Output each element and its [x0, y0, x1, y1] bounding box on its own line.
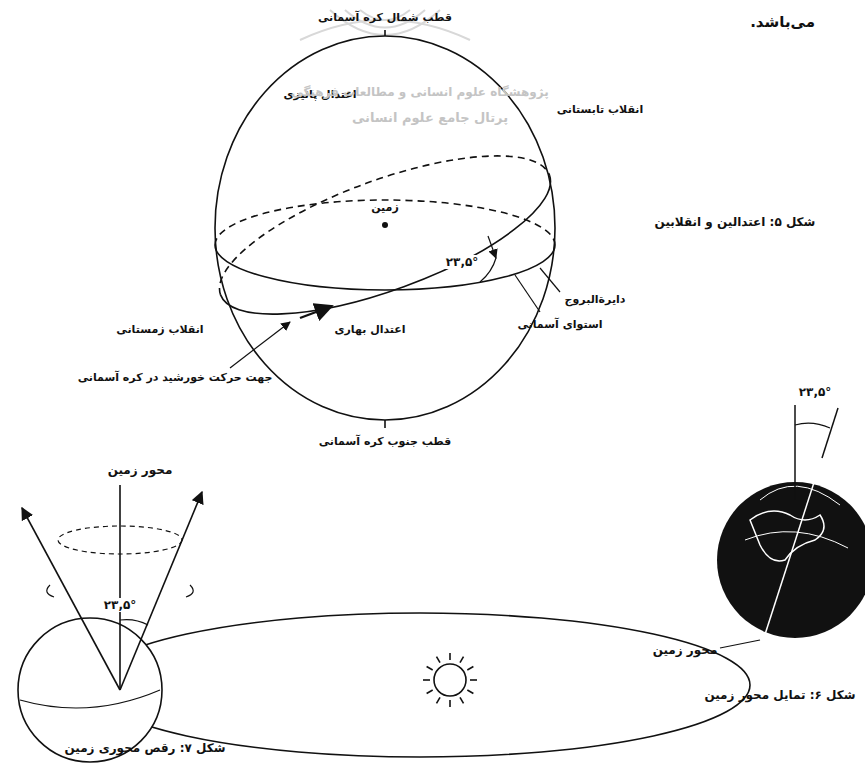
earth-label: زمین — [371, 201, 399, 214]
circle-label: دایرةالبروج — [565, 293, 626, 306]
sun-ray — [437, 657, 441, 663]
angle-label: ۲۳,۵° — [444, 255, 481, 269]
circle-label: استوای آسمانی — [517, 318, 602, 331]
axis-label: محور زمین — [653, 643, 718, 657]
angle-label: ۲۳,۵° — [102, 598, 139, 612]
axis-label: محور زمین — [108, 463, 173, 477]
celestial-sphere — [202, 30, 569, 428]
point-label: انقلاب زمستانی — [116, 323, 203, 336]
sun-ray — [423, 679, 430, 681]
figure-caption: شکل ۵: اعتدالین و انقلابین — [655, 215, 816, 229]
sun-ray — [467, 667, 473, 671]
figure-caption: شکل ۶: تمایل محور زمین — [704, 688, 855, 702]
figure-caption: شکل ۷: رقص محوری زمین — [64, 741, 225, 755]
point-label: اعتدال بهاری — [332, 323, 407, 336]
sun-ray — [437, 697, 441, 703]
watermark: پرتال جامع علوم انسانی — [352, 110, 508, 126]
sun-ray — [427, 667, 433, 671]
sun-ray — [467, 690, 473, 694]
watermark: پژوهشگاه علوم انسانی و مطالعات فرهنگی — [291, 85, 548, 99]
tilted-earth — [717, 405, 865, 650]
sun-ray — [470, 679, 477, 681]
sun-ray — [460, 657, 464, 663]
sun-ray — [449, 700, 451, 707]
pole-label: قطب شمال کره آسمانی — [318, 11, 452, 24]
earth-dot — [382, 222, 388, 228]
point-label: انقلاب تابستانی — [557, 103, 644, 116]
sun-ray — [449, 653, 451, 660]
page-text: می‌باشد. — [750, 13, 815, 31]
sun-ray — [460, 697, 464, 703]
sun-ray — [427, 690, 433, 694]
direction-label: جهت حرکت خورشید در کره آسمانی — [78, 371, 273, 384]
precession — [18, 485, 750, 762]
angle-label: ۲۳,۵° — [799, 385, 832, 399]
watermark-logo — [300, 10, 470, 40]
sun-symbol — [423, 653, 477, 707]
pole-label: قطب جنوب کره آسمانی — [319, 435, 452, 448]
